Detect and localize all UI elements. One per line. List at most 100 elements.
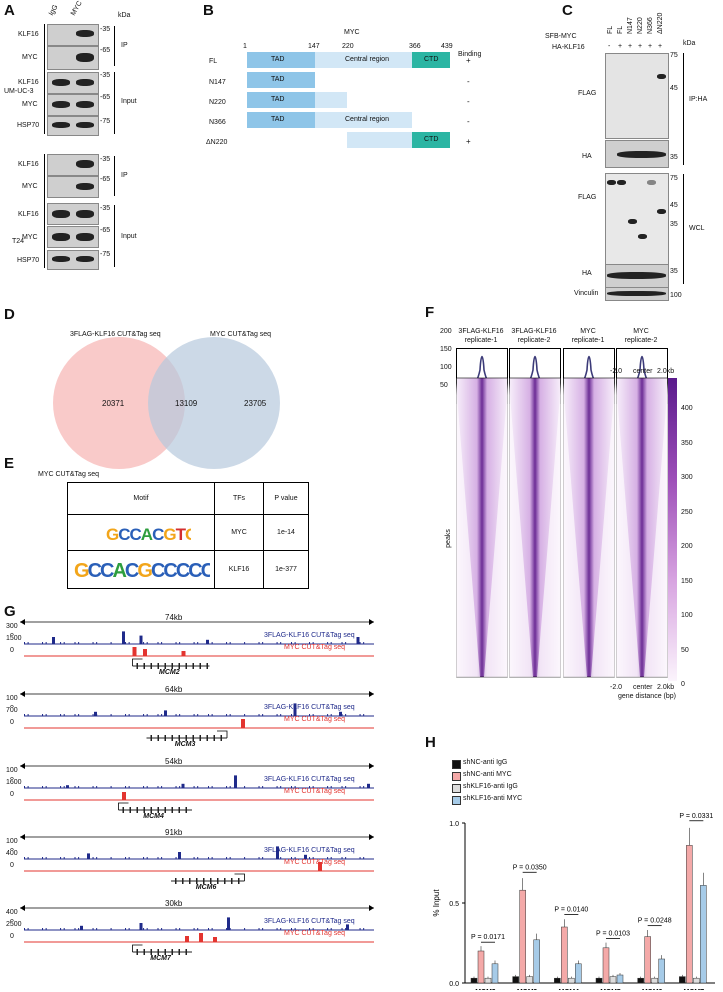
klf-noise [78,786,80,788]
zero-label: 0 [10,933,14,940]
klf-noise [125,928,127,930]
klf-noise [42,928,44,930]
klf-noise [146,642,148,644]
klf-noise [157,786,159,788]
kda-label: kDa [683,40,696,47]
myc-scale: 1600 [6,779,22,786]
gene-exon [199,735,201,741]
klf-noise [60,857,62,859]
klf-noise [341,857,343,859]
klf-noise [60,714,62,716]
binding-value: + [466,56,471,65]
panel-label-c: C [562,2,573,19]
construct-title: MYC [344,29,360,36]
position-label: 439 [441,43,453,50]
klf-noise [341,928,343,930]
y-axis-label: peaks [444,529,452,548]
gene-exon [171,663,173,669]
venn-overlap-count: 13109 [175,399,198,408]
klf-noise [276,928,278,930]
central-domain: Central region [315,52,412,68]
klf-noise [291,857,293,859]
klf-noise [42,786,44,788]
profile-ticks: 200 150 100 50 [440,323,452,395]
motif-letter: C [118,525,130,544]
klf-noise [363,786,365,788]
klf-noise [312,714,314,716]
marker: 75 [670,52,678,59]
klf-peak [181,783,185,788]
gene-exon [185,663,187,669]
gene-exon [178,735,180,741]
group-input: Input [121,233,137,240]
construct-name: ΔN220 [206,139,228,146]
venn-left-count: 20371 [102,399,125,408]
central-fragment [347,132,412,148]
panel-label-f: F [425,304,435,321]
position-label: 366 [409,43,421,50]
klf-noise [60,642,62,644]
klf-noise [45,857,47,859]
klf-noise [258,928,260,930]
marker: -75 [100,118,111,125]
klf-noise [197,857,199,859]
bar [484,977,492,984]
klf-noise [330,786,332,788]
motif-sequence: GCCACGCCCCC [74,560,210,582]
gene-exon [157,807,159,813]
klf-noise [74,857,76,859]
klf-noise [280,857,282,859]
marker: -35 [100,205,111,212]
klf-peak [139,635,143,644]
row-label: HSP70 [17,122,40,129]
klf-noise [78,642,80,644]
heatmap-fade [509,383,561,677]
legend-swatch [452,760,461,769]
klf-noise [193,786,195,788]
ha-sign: - [608,43,611,50]
klf-noise [359,857,361,859]
motif-letter: C [88,560,102,582]
gene-exon [185,735,187,741]
klf-noise [276,786,278,788]
klf-noise [42,857,44,859]
gene-name: MCM6 [195,884,217,891]
venn-circle-right [148,337,280,469]
klf-noise [128,857,130,859]
tick: 50 [440,382,448,389]
klf-noise [312,786,314,788]
klf-noise [345,928,347,930]
klf-noise [96,714,98,716]
central-fragment [315,92,347,108]
row-label: MYC [22,183,38,190]
klf-peak [178,852,181,859]
klf-peak [139,923,143,930]
klf-noise [309,857,311,859]
klf-peak [304,854,307,859]
klf-noise [280,714,282,716]
myc-scale: 1500 [6,635,22,642]
bracket [683,53,687,165]
klf-noise [179,928,181,930]
myc-scale: 400 [6,850,18,857]
blot [47,94,99,116]
klf-noise [24,928,25,930]
klf-noise [74,714,76,716]
myc-track-label: MYC CUT&Tag seq [284,644,346,651]
klf-peak [164,710,167,716]
heatmap-column [456,348,508,678]
ha-klf16-label: HA-KLF16 [552,44,585,51]
klf-noise [146,928,148,930]
klf-peak [87,853,90,859]
blot [47,226,99,248]
klf-peak [80,925,83,930]
klf-noise [92,857,94,859]
zero-label: 0 [10,791,14,798]
sfb-myc-label: SFB-MYC [545,33,577,40]
blot [47,250,99,270]
klf-noise [175,642,177,644]
marker: 75 [670,175,678,182]
heatmap-fade [563,383,615,677]
heatmap-column [563,348,615,678]
genome-track [20,763,374,813]
